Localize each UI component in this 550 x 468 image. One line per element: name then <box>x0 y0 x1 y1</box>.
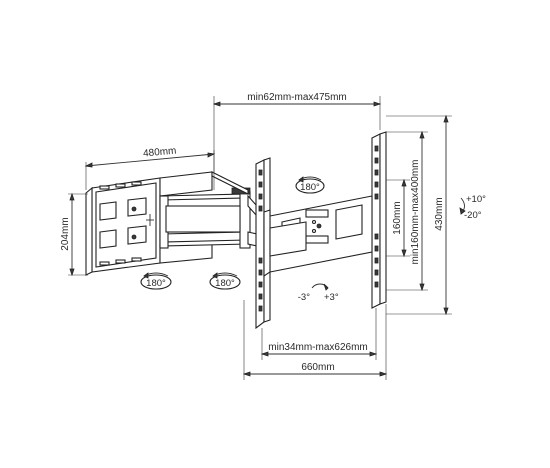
swivel-arrows-icon <box>212 272 238 279</box>
tilt-down-label: -20° <box>464 210 482 221</box>
swivel-arrows-icon <box>298 176 322 183</box>
rotation-neg-label: -3° <box>298 292 310 303</box>
dim-wall-height: 204mm <box>60 192 88 277</box>
wall-plate <box>85 177 161 276</box>
dim-top-range-label: min62mm-max475mm <box>247 92 346 103</box>
dim-wall-width: 480mm <box>84 146 216 190</box>
rotation-pos-label: +3° <box>324 292 339 303</box>
dim-total-width: 660mm <box>242 300 388 380</box>
left-rail-holes <box>258 169 263 312</box>
tilt-indicator: +10° -20° <box>459 194 486 221</box>
swivel-badge-top: 180° <box>295 176 325 194</box>
dim-inner-height-label: 160mm <box>392 201 403 234</box>
dim-top-range: min62mm-max475mm <box>212 92 382 190</box>
rotation-indicator: -3° +3° <box>298 283 339 303</box>
dim-total-height-label: 430mm <box>434 197 445 230</box>
dim-wall-height-label: 204mm <box>60 217 71 250</box>
swivel-top-label: 180° <box>300 182 320 193</box>
dim-inner-height: 160mm <box>386 178 410 258</box>
tilt-up-label: +10° <box>466 194 486 205</box>
dim-wall-width-label: 480mm <box>143 146 177 160</box>
dim-vesa-vertical: min160mm-max400mm <box>386 130 428 292</box>
swivel-arrows-icon <box>143 272 169 279</box>
right-rail-holes <box>374 145 379 288</box>
dim-total-height: 430mm <box>386 114 452 316</box>
swivel-left-label: 180° <box>146 278 166 289</box>
dim-vesa-vertical-label: min160mm-max400mm <box>410 159 421 264</box>
swivel-mid-label: 180° <box>215 278 235 289</box>
rotation-arrow-icon <box>311 283 329 291</box>
tilt-arrow-icon <box>459 197 466 215</box>
tv-bracket <box>255 131 387 330</box>
swivel-badge-mid: 180° <box>209 272 241 290</box>
dim-vesa-horizontal: min34mm-max626mm <box>260 308 378 360</box>
dim-vesa-horizontal-label: min34mm-max626mm <box>268 342 367 353</box>
dim-total-width-label: 660mm <box>301 362 334 373</box>
swivel-badge-left: 180° <box>140 272 172 290</box>
